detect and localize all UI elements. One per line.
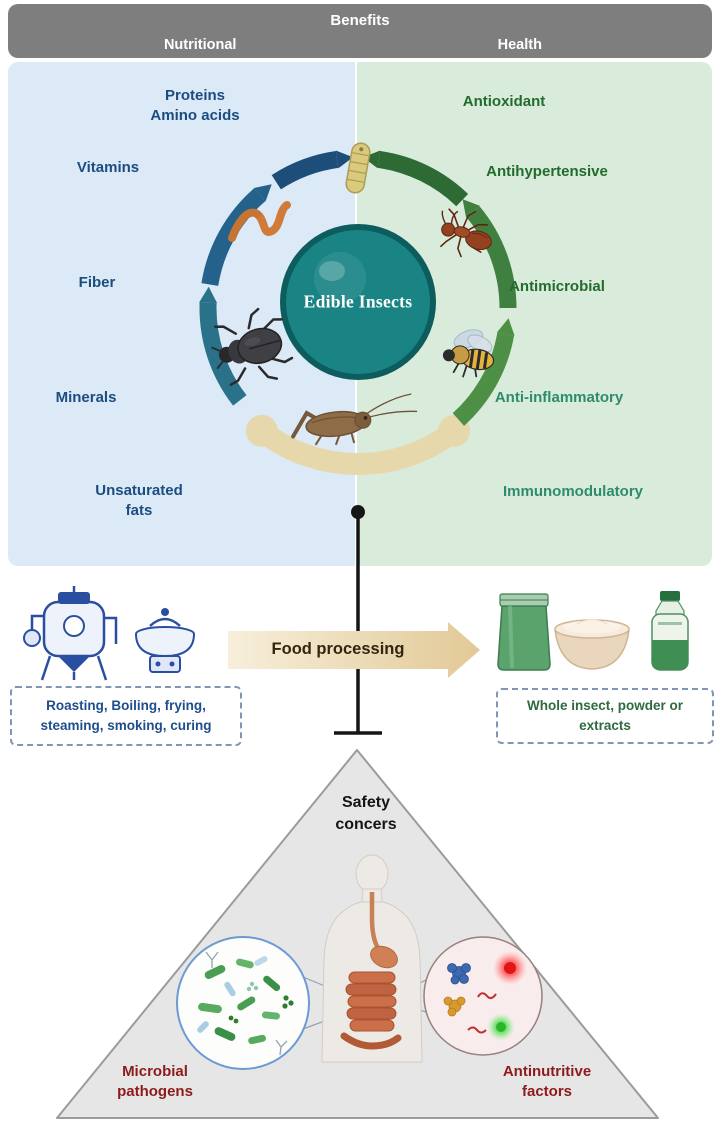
hub-label: Edible Insects xyxy=(303,291,413,312)
pouch-icon xyxy=(497,593,551,671)
bottle-icon xyxy=(651,591,689,671)
benefit-label-minerals: Minerals xyxy=(55,389,117,406)
benefit-label-antimicrobial: Antimicrobial xyxy=(509,278,605,295)
nutritional-arrows xyxy=(199,150,353,406)
processing-methods-text: Roasting, Boiling, frying, steaming, smo… xyxy=(40,697,212,733)
safety-title: Safety concers xyxy=(335,794,397,833)
connector-line xyxy=(334,505,382,735)
benefit-label-unsaturated-fats: Unsaturated fats xyxy=(95,482,183,519)
benefit-label-anti-inflammatory: Anti-inflammatory xyxy=(494,389,624,406)
microbial-pathogens-label: Microbial pathogens xyxy=(117,1063,193,1100)
edible-insects-hub xyxy=(280,224,436,380)
health-arrows xyxy=(363,150,517,426)
benefits-title: Benefits xyxy=(330,12,390,29)
ant-icon xyxy=(440,208,492,258)
processing-machine-icon xyxy=(135,608,195,673)
benefit-label-antioxidant: Antioxidant xyxy=(462,93,546,110)
antinutritive-factors-label: Antinutritive factors xyxy=(502,1063,592,1100)
benefit-label-immunomodulatory: Immunomodulatory xyxy=(502,483,644,500)
health-column-label: Health xyxy=(497,37,542,53)
processing-products-note: Whole insect, powder or extracts xyxy=(496,688,714,744)
bee-icon xyxy=(442,329,495,378)
processing-tank-icon xyxy=(23,586,118,681)
benefits-header: Benefits Nutritional Health xyxy=(8,4,712,58)
processing-products-text: Whole insect, powder or extracts xyxy=(526,697,683,733)
food-processing-arrow xyxy=(228,622,480,678)
processing-methods-note: Roasting, Boiling, frying, steaming, smo… xyxy=(10,686,242,746)
connector-dot xyxy=(351,505,365,519)
nutritional-column-label: Nutritional xyxy=(163,37,237,53)
benefit-label-proteins: Proteins Amino acids xyxy=(150,87,240,124)
benefit-label-vitamins: Vitamins xyxy=(76,159,140,176)
human-digestive-icon xyxy=(321,854,423,1063)
mealworm-larva-icon xyxy=(345,142,371,194)
food-processing-label: Food processing xyxy=(271,640,405,658)
microbes-magnifier-icon xyxy=(176,936,310,1070)
cricket-icon xyxy=(291,393,418,446)
benefit-label-fiber: Fiber xyxy=(78,274,116,291)
beetle-icon xyxy=(211,307,294,386)
worm-icon xyxy=(228,201,291,242)
powder-bowl-icon xyxy=(554,619,630,670)
molecules-magnifier-icon xyxy=(423,936,543,1056)
benefit-label-antihypertensive: Antihypertensive xyxy=(486,163,608,180)
